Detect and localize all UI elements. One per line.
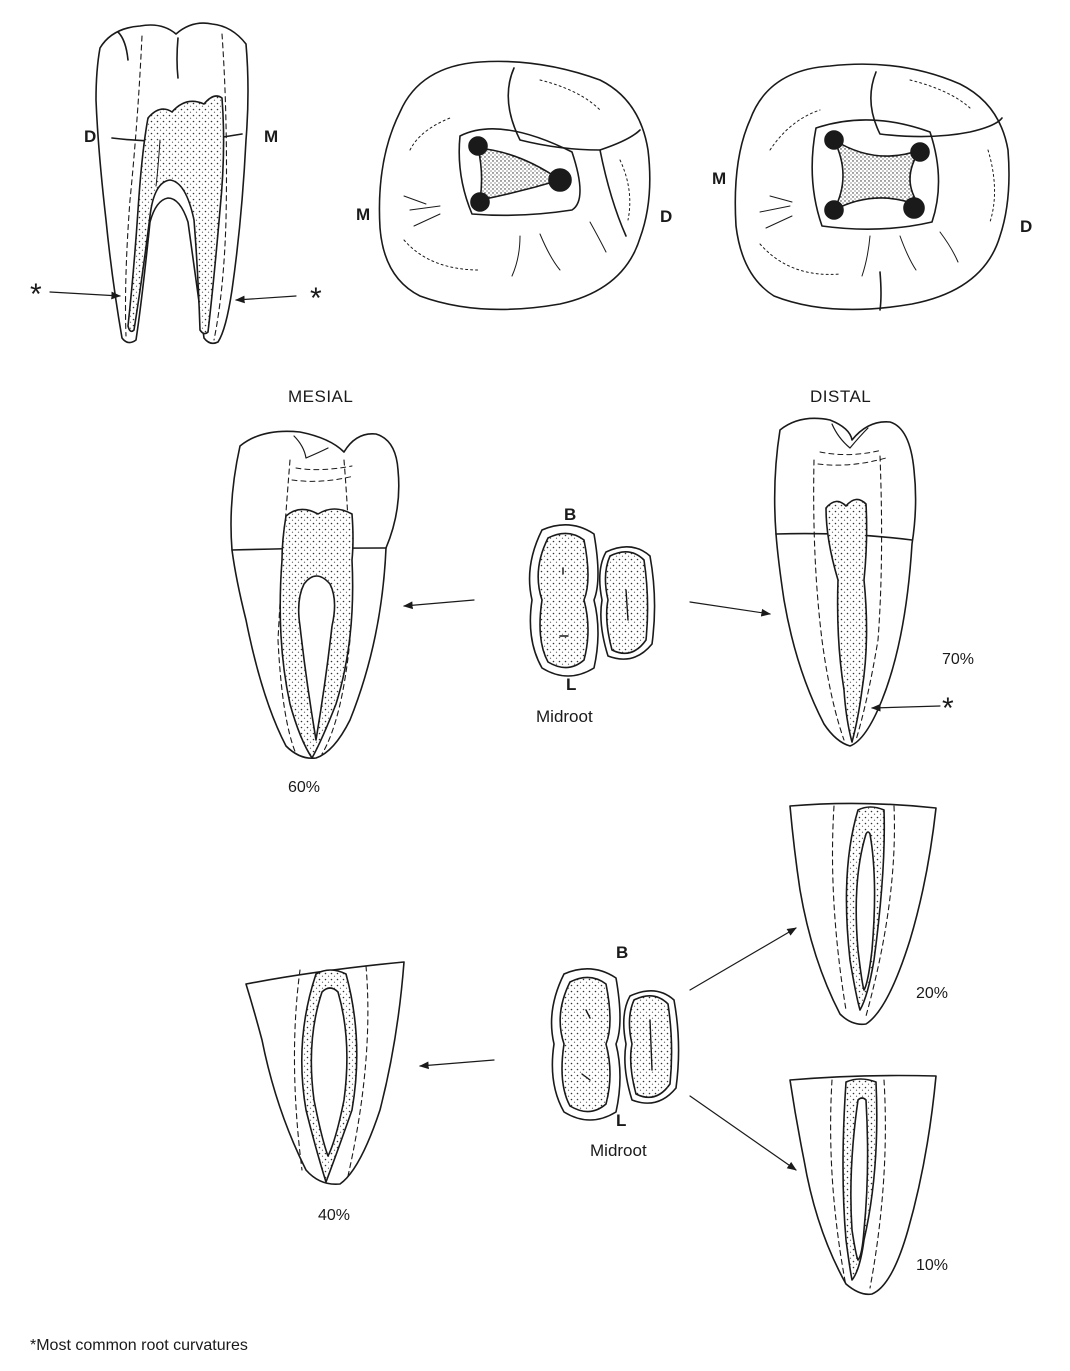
occlusal-four-canal-view	[735, 64, 1009, 310]
distal-percent: 70%	[942, 652, 974, 668]
occlusal3-label-distal: D	[660, 208, 672, 225]
mesial-percent: 60%	[288, 780, 320, 796]
buccal-label-distal: D	[84, 128, 96, 145]
distal-heading: DISTAL	[810, 388, 871, 405]
occlusal4-label-distal: D	[1020, 218, 1032, 235]
lower-distal-bottom-percent: 10%	[916, 1258, 948, 1274]
buccal-label-mesial: M	[264, 128, 278, 145]
distal-tooth-view	[775, 418, 940, 746]
lower-distal-root-view-top	[790, 803, 936, 1024]
buccal-tooth-view	[50, 23, 296, 343]
lower-mesial-root-view	[246, 962, 494, 1184]
lower-section-caption: Midroot	[590, 1142, 647, 1159]
upper-section-label-lingual: L	[566, 676, 576, 693]
cross-section-lower	[552, 928, 796, 1170]
lower-distal-root-view-bottom	[790, 1076, 936, 1295]
lower-section-label-buccal: B	[616, 944, 628, 961]
upper-section-label-buccal: B	[564, 506, 576, 523]
occlusal4-label-mesial: M	[712, 170, 726, 187]
lower-distal-top-percent: 20%	[916, 986, 948, 1002]
buccal-curvature-marker-right: *	[310, 284, 322, 314]
lower-section-label-lingual: L	[616, 1112, 626, 1129]
upper-section-caption: Midroot	[536, 708, 593, 725]
occlusal3-label-mesial: M	[356, 206, 370, 223]
cross-section-upper	[530, 525, 770, 676]
distal-curvature-marker: *	[942, 694, 954, 724]
occlusal-three-canal-view	[379, 61, 649, 309]
buccal-curvature-marker-left: *	[30, 280, 42, 310]
mesial-heading: MESIAL	[288, 388, 353, 405]
lower-mesial-percent: 40%	[318, 1208, 350, 1224]
footnote: *Most common root curvatures	[30, 1338, 248, 1354]
mesial-tooth-view	[231, 431, 474, 758]
